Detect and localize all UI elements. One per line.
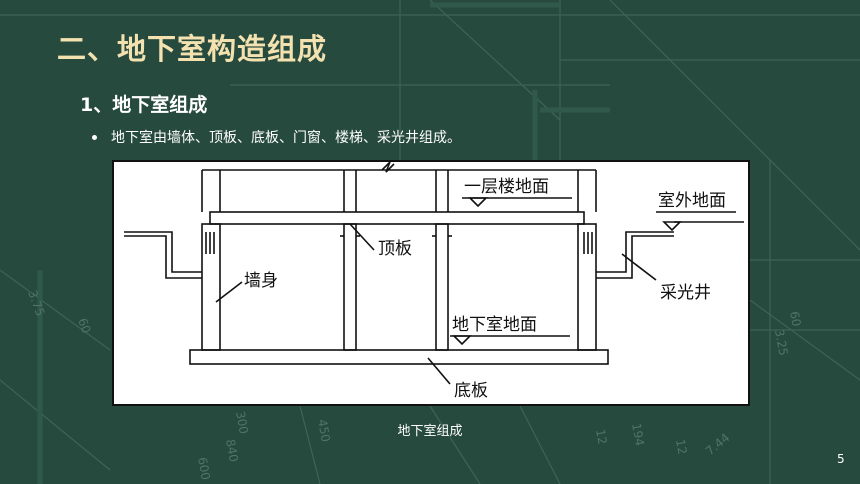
dimension-mark: 12 (673, 438, 689, 455)
page-number: 5 (837, 452, 845, 466)
dimension-mark: 450 (315, 418, 333, 443)
dimension-mark: 60 (75, 316, 93, 335)
basement-section-figure: 一层楼地面 室外地面 顶板 墙身 采光井 地下室地面 底板 (112, 160, 750, 406)
label-outdoor-ground: 室外地面 (658, 191, 726, 211)
section-subtitle: 1、地下室组成 (80, 94, 208, 116)
dimension-mark: 840 (223, 438, 241, 463)
bullet-item: 地下室由墙体、顶板、底板、门窗、楼梯、采光井组成。 (92, 127, 461, 147)
label-first-floor: 一层楼地面 (464, 177, 549, 197)
figure-caption: 地下室组成 (397, 424, 463, 439)
bullet-icon (92, 134, 97, 140)
bullet-text: 地下室由墙体、顶板、底板、门窗、楼梯、采光井组成。 (111, 130, 461, 146)
basement-section-drawing: 一层楼地面 室外地面 顶板 墙身 采光井 地下室地面 底板 (124, 162, 744, 401)
dimension-mark: 60 (787, 310, 803, 327)
slide-title: 二、地下室构造组成 (57, 32, 328, 66)
dimension-mark: 12 (593, 428, 609, 445)
dimension-mark: 3.75 (25, 288, 47, 318)
label-wall: 墙身 (244, 271, 278, 291)
label-roof-slab: 顶板 (378, 239, 412, 259)
label-light-well: 采光井 (660, 283, 711, 303)
dimension-mark: 300 (233, 410, 251, 435)
dimension-mark: 194 (629, 422, 647, 447)
label-basement-floor: 地下室地面 (452, 315, 537, 335)
dimension-mark: 600 (195, 456, 213, 481)
label-base-slab: 底板 (454, 381, 488, 401)
dimension-mark: 3.25 (772, 328, 790, 357)
